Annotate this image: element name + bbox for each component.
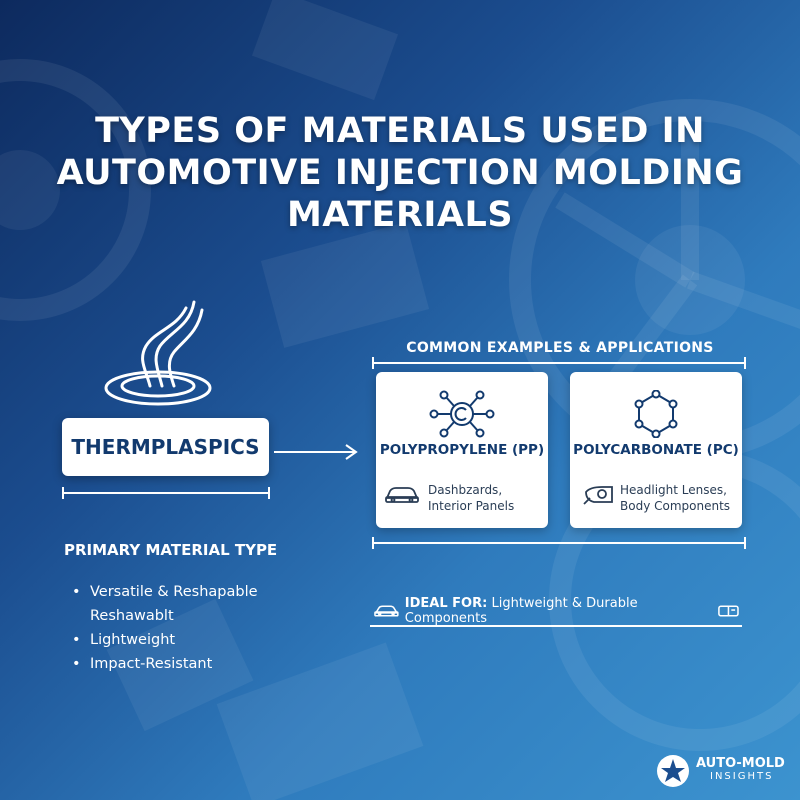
molecule-network-icon [429,390,495,438]
primary-bracket [62,487,270,499]
primary-type-heading: PRIMARY MATERIAL TYPE [64,541,278,559]
feature-item: Reshawablt [90,608,174,624]
brand-name: AUTO-MOLD [696,756,785,771]
title-line-1: TYPES OF MATERIALS USED IN [95,111,705,151]
brand-tagline: INSIGHTS [710,771,774,782]
card-applications: Headlight Lenses, Body Components [620,482,730,514]
primary-material-label: THERMPLASPICS [71,435,260,459]
application-line: Body Components [620,499,731,513]
ideal-for-prefix: IDEAL FOR: [404,596,488,611]
examples-top-bracket [372,357,746,369]
headlight-icon [583,486,613,505]
examples-bottom-bracket [372,537,746,549]
card-title: POLYPROPYLENE (PP) [379,442,545,458]
feature-item: Versatile & Reshapable [72,580,258,604]
ideal-underline [370,625,742,627]
application-line: Headlight Lenses, [620,483,727,497]
examples-heading: COMMON EXAMPLES & APPLICATIONS [406,340,714,356]
card-applications: Dashbzards, Interior Panels [428,482,514,514]
application-line: Interior Panels [428,499,515,513]
card-title: POLYCARBONATE (PC) [573,442,739,458]
ideal-for-text: IDEAL FOR: Lightweight & Durable Compone… [405,596,709,626]
title-line-2: AUTOMOTIVE INJECTION MOLDING [56,153,744,193]
ideal-for-value: Lightweight & Durable Components [404,596,638,626]
brand-logo: AUTO-MOLD INSIGHTS [656,754,796,788]
page-title: TYPES OF MATERIALS USED IN AUTOMOTIVE IN… [40,110,760,236]
arrow-right-icon [274,444,358,460]
car-icon [385,487,419,503]
card-polycarbonate: POLYCARBONATE (PC) Headlight Lenses, Bod… [570,372,742,528]
card-polypropylene: POLYPROPYLENE (PP) Dashbzards, Interior … [376,372,548,528]
application-line: Dashbzards, [428,483,503,497]
primary-material-box: THERMPLASPICS [62,418,269,476]
feature-item: Lightweight [72,628,258,652]
title-line-3: MATERIALS [286,195,514,235]
feature-list: Versatile & Reshapable Reshawablt Lightw… [72,580,258,676]
hexagon-molecule-icon [634,390,678,438]
feature-item: Impact-Resistant [72,652,258,676]
molten-swirl-icon [104,300,212,406]
car-icon [374,605,399,617]
ideal-for-banner: IDEAL FOR: Lightweight & Durable Compone… [374,596,740,626]
star-logo-icon [657,755,689,787]
vehicle-side-icon [718,605,739,617]
